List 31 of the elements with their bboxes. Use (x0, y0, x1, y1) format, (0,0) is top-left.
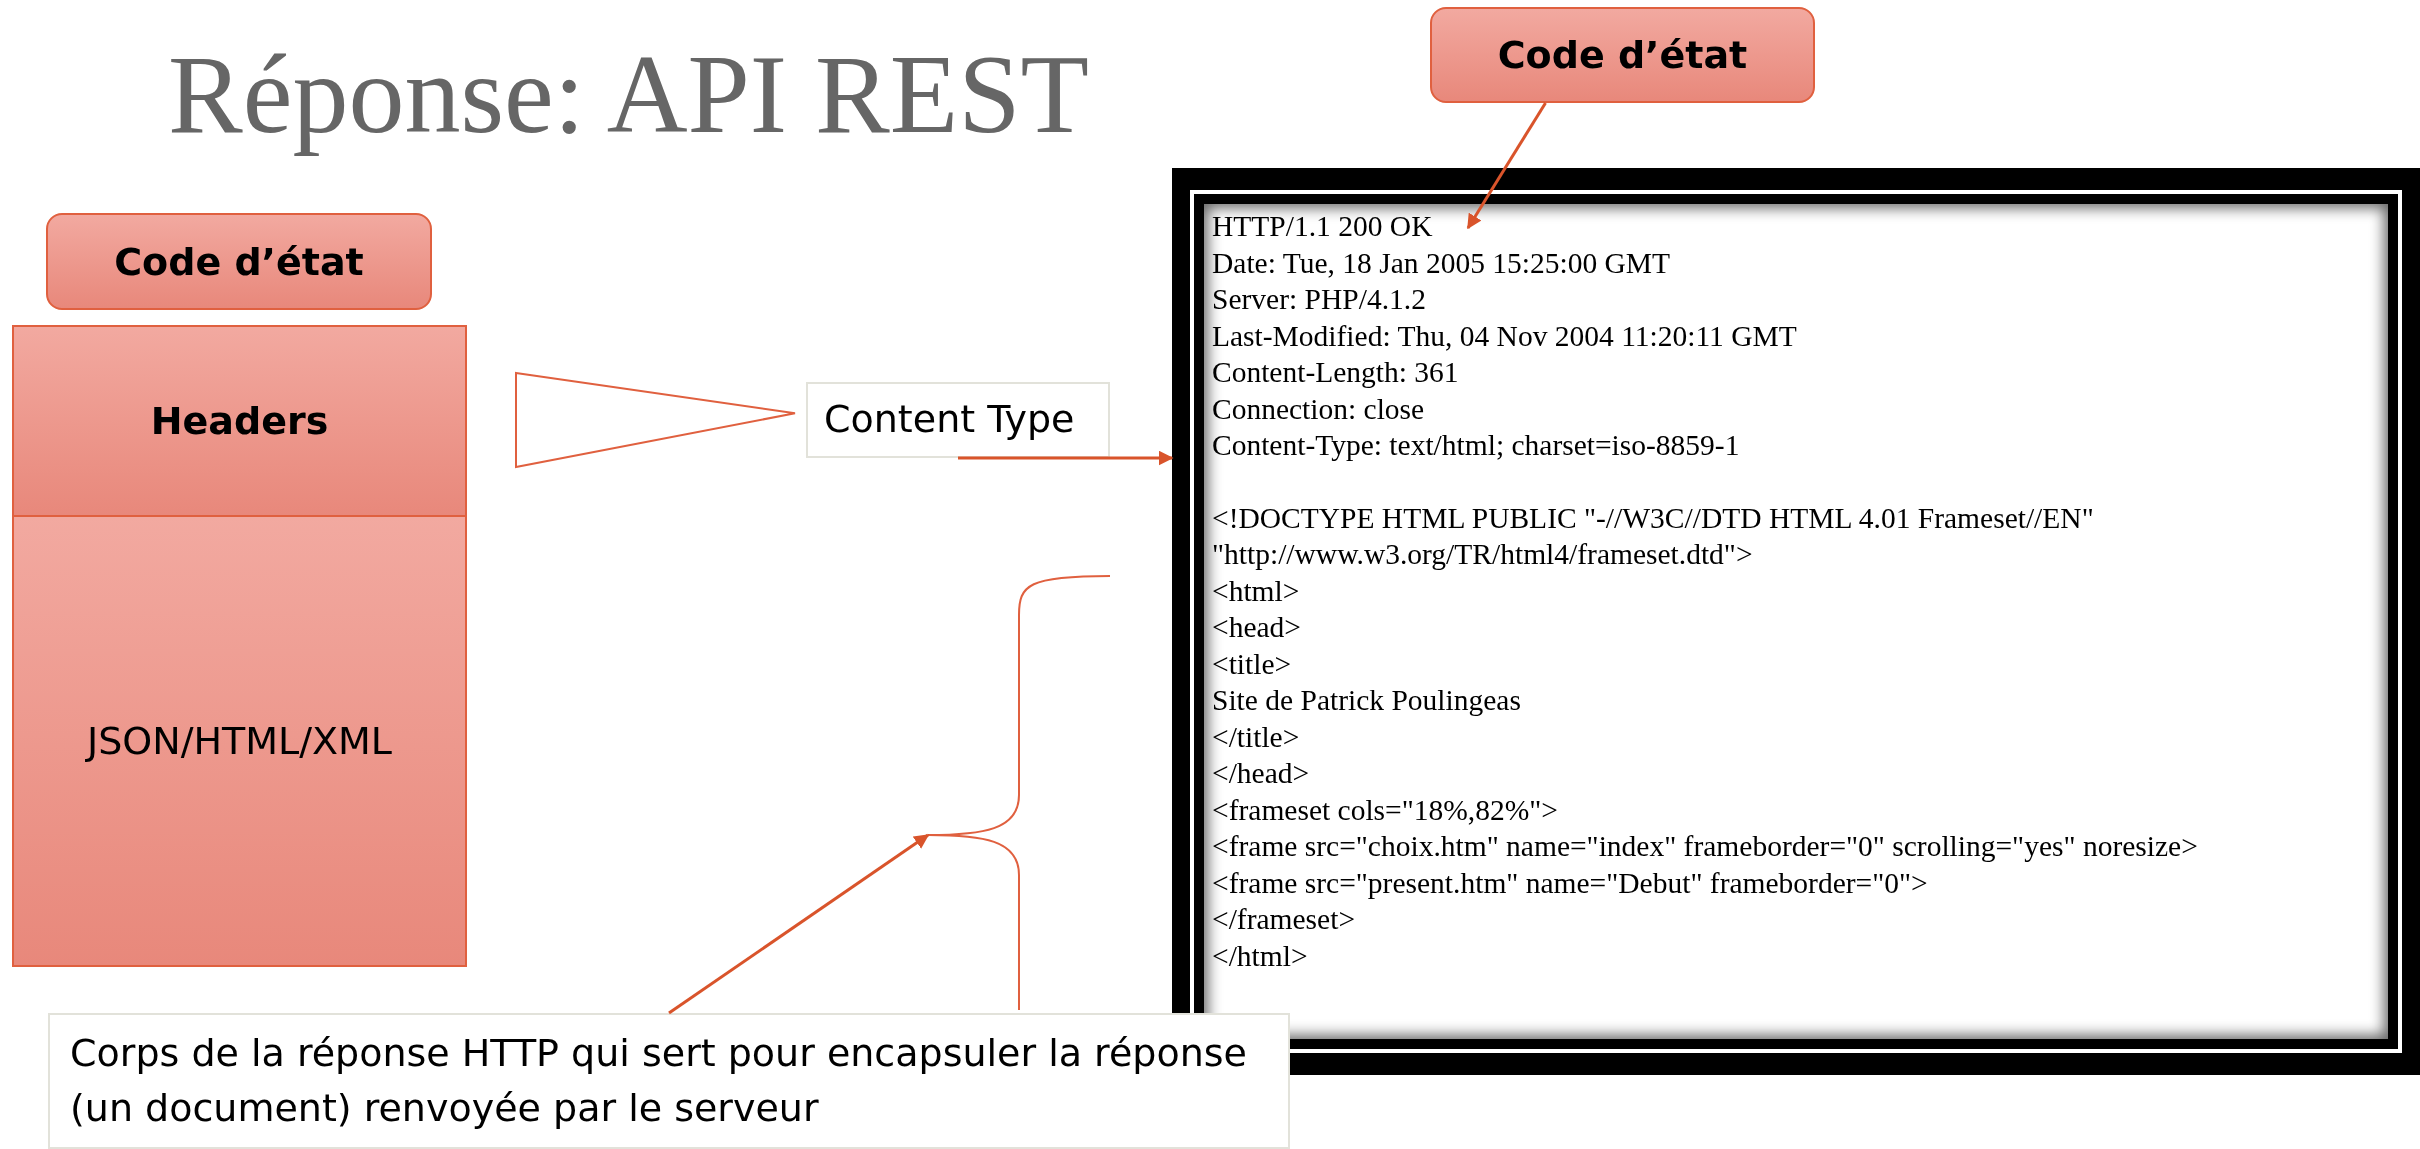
arrow (668, 833, 930, 1015)
headers-block: Headers (12, 325, 467, 517)
code-line: Site de Patrick Poulingeas (1212, 683, 1522, 718)
code-line: Content-Length: 361 (1212, 355, 1460, 390)
note-text: Corps de la réponse HTTP qui sert pour encapsuler la réponse (un document) renvoyée par le serveur (70, 1029, 1248, 1132)
status-code-box: Code d’état (1430, 7, 1815, 103)
code-line: <head> (1212, 610, 1302, 645)
code-line: <!DOCTYPE HTML PUBLIC "-//W3C//DTD HTML 4.01 Frameset//EN" (1212, 500, 2095, 536)
code-line: "http://www.w3.org/TR/html4/frameset.dtd"> (1212, 537, 1754, 572)
body-block: JSON/HTML/XML (12, 515, 467, 967)
code-line: <frameset cols="18%,82%"> (1212, 792, 1559, 828)
code-line: Connection: close (1212, 391, 1426, 427)
code-line: Date: Tue, 18 Jan 2005 15:25:00 GMT (1212, 245, 1672, 281)
code-line: <title> (1212, 646, 1293, 682)
code-line: <frame src="present.htm" name="Debut" frameborder="0"> (1212, 865, 1929, 901)
code-line: Content-Type: text/html; charset=iso-8859-1 (1212, 428, 1741, 463)
arrow (1466, 102, 1547, 230)
code-line: </frameset> (1212, 902, 1357, 937)
note-box (48, 1013, 1290, 1149)
text-box: Content Type (806, 382, 1110, 458)
code-line: </title> (1212, 719, 1301, 755)
code-line: Server: PHP/4.1.2 (1212, 282, 1427, 317)
code-line: <frame src="choix.htm" name="index" frameborder="0" scrolling="yes" noresize> (1212, 829, 2199, 864)
slide-title: Réponse: API REST (168, 31, 1089, 158)
arrow (958, 450, 1174, 466)
code-line: <html> (1212, 573, 1301, 609)
status-code-box: Code d’état (46, 213, 432, 310)
code-line: </head> (1212, 756, 1311, 791)
code-line: HTTP/1.1 200 OK (1212, 209, 1434, 244)
code-line: Last-Modified: Thu, 04 Nov 2004 11:20:11 GMT (1212, 318, 1798, 354)
code-line: </html> (1212, 938, 1309, 974)
